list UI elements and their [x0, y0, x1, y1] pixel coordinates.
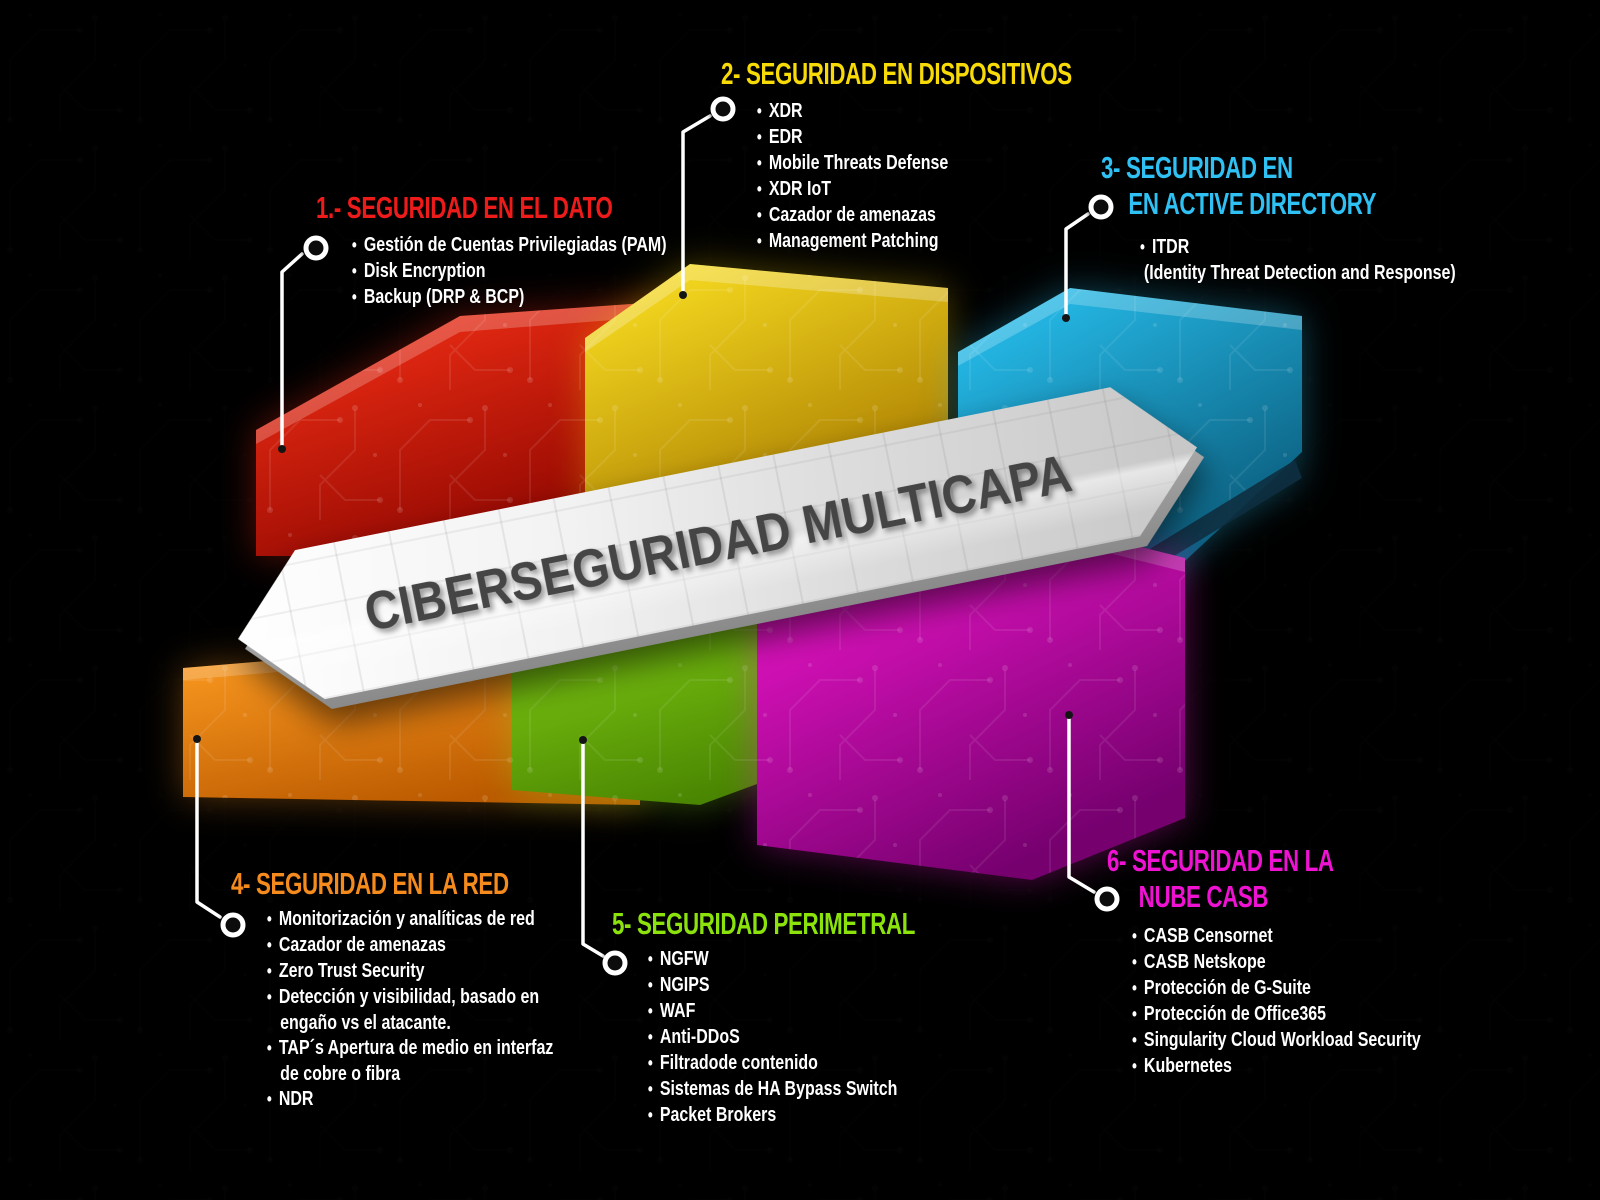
list-item: Cazador de amenazas	[757, 202, 1101, 228]
list-item: Detección y visibilidad, basado en	[267, 984, 553, 1010]
list-item: XDR	[757, 98, 1101, 124]
connector-ring-5	[602, 950, 628, 976]
section-seguridad-en-la-red: 4- SEGURIDAD EN LA RED Monitorización y …	[231, 866, 644, 1112]
list-item-continuation: (Identity Threat Detection and Response)	[1143, 261, 1456, 284]
list-item: TAP´s Apertura de medio en interfaz	[267, 1035, 554, 1061]
list-item-continuation: engaño vs el atacante.	[280, 1011, 451, 1034]
title-line: NUBE CASB	[1138, 879, 1269, 914]
list-item: Protección de G-Suite	[1132, 975, 1421, 1001]
section-1-items: Gestión de Cuentas Privilegiadas (PAM)Di…	[316, 232, 667, 310]
title-line: 3- SEGURIDAD EN	[1101, 150, 1293, 185]
section-seguridad-perimetral: 5- SEGURIDAD PERIMETRAL NGFWNGIPSWAFAnti…	[612, 906, 1033, 1128]
list-item: Disk Encryption	[352, 258, 667, 284]
section-1-title: 1.- SEGURIDAD EN EL DATO	[316, 190, 640, 226]
connector-line-5	[581, 740, 605, 958]
list-item: CASB Netskope	[1132, 949, 1421, 975]
connector-line-2	[681, 114, 712, 295]
connector-ring-2	[710, 96, 736, 122]
connector-ring-6	[1094, 886, 1120, 912]
title-line: 6- SEGURIDAD EN LA	[1107, 843, 1334, 878]
connector-ring-4	[220, 912, 246, 938]
title-line: 4- SEGURIDAD EN LA RED	[231, 866, 509, 901]
title-line: 2- SEGURIDAD EN DISPOSITIVOS	[721, 56, 1072, 91]
block-red	[256, 300, 688, 556]
section-seguridad-en-dispositivos: 2- SEGURIDAD EN DISPOSITIVOS XDREDRMobil…	[721, 56, 1208, 254]
list-item: NGIPS	[648, 972, 940, 998]
list-item: Monitorización y analíticas de red	[267, 906, 553, 932]
list-item: Mobile Threats Defense	[757, 150, 1101, 176]
list-item: ITDR	[1140, 234, 1456, 260]
list-item: Singularity Cloud Workload Security	[1132, 1027, 1421, 1053]
section-4-items: Monitorización y analíticas de redCazado…	[231, 906, 554, 1112]
list-item: Management Patching	[757, 228, 1101, 254]
list-item: Anti-DDoS	[648, 1024, 940, 1050]
list-item: Kubernetes	[1132, 1053, 1421, 1079]
list-item: XDR IoT	[757, 176, 1101, 202]
title-line: EN ACTIVE DIRECTORY	[1128, 186, 1377, 221]
list-item: Filtradode contenido	[648, 1050, 940, 1076]
list-item: Protección de Office365	[1132, 1001, 1421, 1027]
connector-ring-3	[1088, 194, 1114, 220]
section-6-items: CASB CensornetCASB NetskopeProtección de…	[1107, 923, 1421, 1079]
connector-ring-1	[303, 235, 329, 261]
section-5-items: NGFWNGIPSWAFAnti-DDoSFiltradode contenid…	[612, 946, 940, 1128]
list-item: Sistemas de HA Bypass Switch	[648, 1076, 940, 1102]
list-item: Cazador de amenazas	[267, 932, 553, 958]
list-item: EDR	[757, 124, 1101, 150]
list-item: NDR	[267, 1086, 553, 1112]
list-item-continuation: de cobre o fibra	[280, 1062, 401, 1085]
section-4-title: 4- SEGURIDAD EN LA RED	[231, 866, 529, 902]
list-item: Zero Trust Security	[267, 958, 553, 984]
section-5-title: 5- SEGURIDAD PERIMETRAL	[612, 906, 915, 942]
title-line: 1.- SEGURIDAD EN EL DATO	[316, 190, 613, 225]
list-item: Gestión de Cuentas Privilegiadas (PAM)	[352, 232, 667, 258]
list-item: CASB Censornet	[1132, 923, 1421, 949]
list-item: WAF	[648, 998, 940, 1024]
connector-endpoints	[193, 291, 1073, 744]
connector-lines	[195, 114, 1096, 958]
connector-line-1	[280, 252, 304, 449]
section-seguridad-en-el-dato: 1.- SEGURIDAD EN EL DATO Gestión de Cuen…	[316, 190, 765, 310]
list-item: Backup (DRP & BCP)	[352, 284, 667, 310]
connector-line-4	[195, 739, 222, 919]
section-2-items: XDREDRMobile Threats DefenseXDR IoTCazad…	[721, 98, 1101, 254]
section-2-title: 2- SEGURIDAD EN DISPOSITIVOS	[721, 56, 1072, 92]
list-item: Packet Brokers	[648, 1102, 940, 1128]
list-item: NGFW	[648, 946, 940, 972]
connector-line-6	[1067, 715, 1096, 894]
section-3-items: ITDR(Identity Threat Detection and Respo…	[1101, 234, 1456, 285]
title-line: 5- SEGURIDAD PERIMETRAL	[612, 906, 915, 941]
